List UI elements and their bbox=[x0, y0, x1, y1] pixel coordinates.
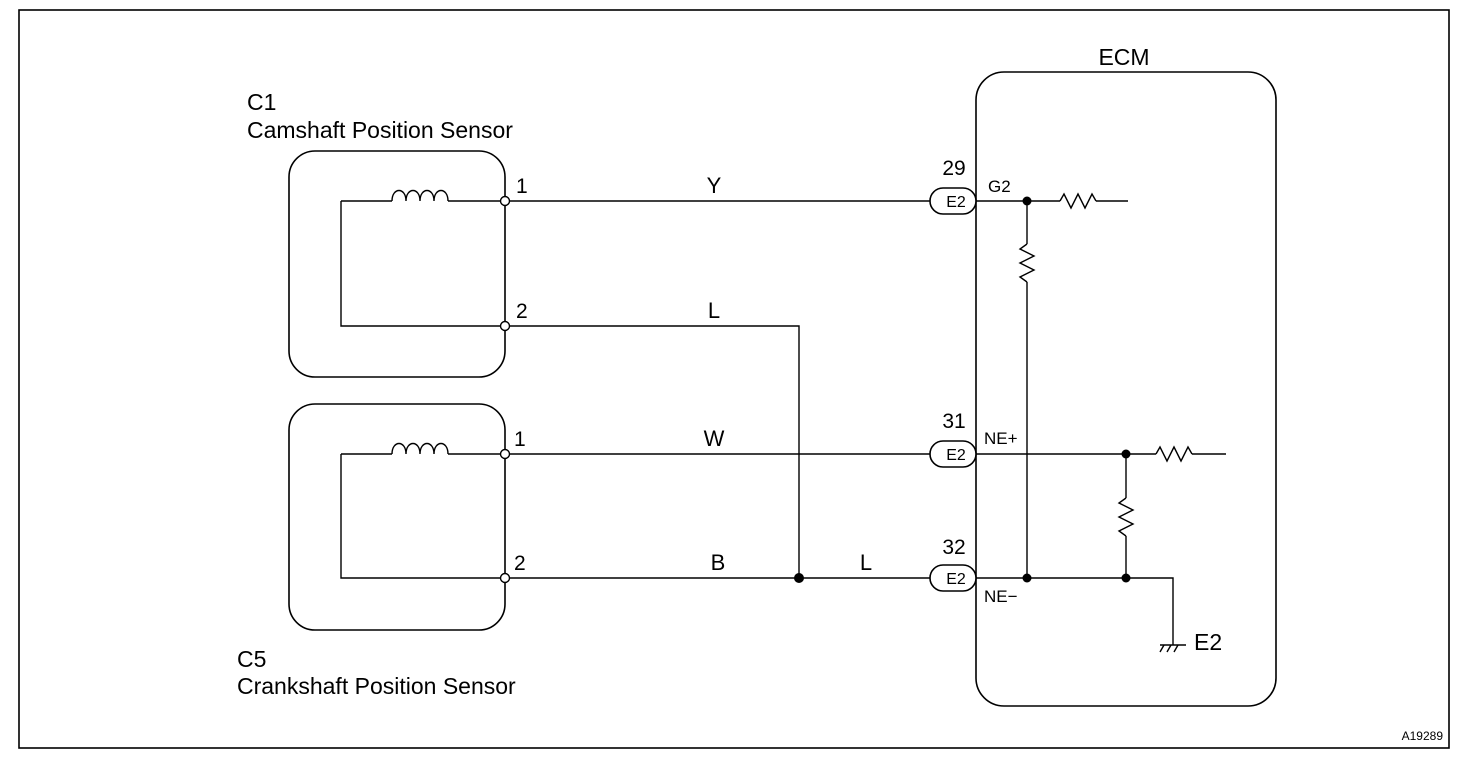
ecm-terminal-31: 31 E2 NE+ bbox=[929, 410, 1018, 468]
camshaft-pin-2-label: 2 bbox=[516, 300, 528, 323]
crankshaft-pin-1-label: 1 bbox=[514, 428, 526, 451]
ecm-terminal-29: 29 E2 G2 bbox=[929, 157, 1011, 215]
ecm-terminal-29-connector-id: E2 bbox=[946, 194, 966, 211]
crankshaft-pin-2 bbox=[499, 572, 511, 584]
crankshaft-coil-icon bbox=[391, 442, 449, 455]
ecm-label: ECM bbox=[1098, 44, 1149, 70]
ecm-terminal-29-number: 29 bbox=[942, 157, 965, 180]
resistor-ne-bias-icon bbox=[1117, 497, 1135, 537]
figure-id: A19289 bbox=[1402, 729, 1444, 743]
crankshaft-sensor-name: Crankshaft Position Sensor bbox=[237, 673, 516, 699]
ecm-terminal-31-signal: NE+ bbox=[984, 429, 1018, 448]
crankshaft-connector-id: C5 bbox=[237, 646, 266, 672]
crankshaft-pin-2-label: 2 bbox=[514, 552, 526, 575]
camshaft-sensor-name: Camshaft Position Sensor bbox=[247, 117, 513, 143]
wire-crank-signal-color: W bbox=[704, 426, 725, 451]
ecm-box bbox=[975, 71, 1277, 707]
resistor-ne-icon bbox=[1155, 445, 1193, 463]
ecm-terminal-32-number: 32 bbox=[942, 536, 965, 559]
wire-crank-ground-color: B bbox=[711, 550, 726, 575]
camshaft-pin-2 bbox=[499, 320, 511, 332]
junction-dot-ground bbox=[794, 573, 804, 583]
camshaft-pin-1-label: 1 bbox=[516, 175, 528, 198]
camshaft-connector-id: C1 bbox=[247, 89, 276, 115]
camshaft-sensor: C1 Camshaft Position Sensor 1 2 bbox=[247, 89, 528, 378]
crankshaft-sensor: C5 Crankshaft Position Sensor 1 2 bbox=[237, 403, 526, 699]
resistor-g2-icon bbox=[1059, 192, 1097, 210]
wire-shared-ground-color: L bbox=[860, 550, 872, 575]
wire-cam-signal-color: Y bbox=[707, 173, 722, 198]
wire-cam-ground-color: L bbox=[708, 298, 720, 323]
wire-cam-ground bbox=[510, 325, 800, 578]
ecm-terminal-32-connector-id: E2 bbox=[946, 571, 966, 588]
ecm-terminal-29-signal: G2 bbox=[988, 177, 1011, 196]
ecm-terminal-32: 32 E2 NE− bbox=[929, 536, 1018, 606]
ground-icon bbox=[1159, 640, 1186, 653]
crankshaft-sensor-box bbox=[288, 403, 506, 631]
crankshaft-pin-1 bbox=[499, 448, 511, 460]
camshaft-coil-icon bbox=[391, 189, 449, 202]
ecm-terminal-32-signal: NE− bbox=[984, 587, 1018, 606]
resistor-g2-bias-icon bbox=[1018, 243, 1036, 283]
ecm-internal-circuit: E2 bbox=[976, 192, 1226, 655]
camshaft-pin-1 bbox=[499, 195, 511, 207]
camshaft-sensor-box bbox=[288, 150, 506, 378]
ground-label: E2 bbox=[1194, 629, 1222, 655]
diagram-border bbox=[18, 9, 1450, 749]
ecm-terminal-31-number: 31 bbox=[942, 410, 965, 433]
ecm-terminal-31-connector-id: E2 bbox=[946, 447, 966, 464]
